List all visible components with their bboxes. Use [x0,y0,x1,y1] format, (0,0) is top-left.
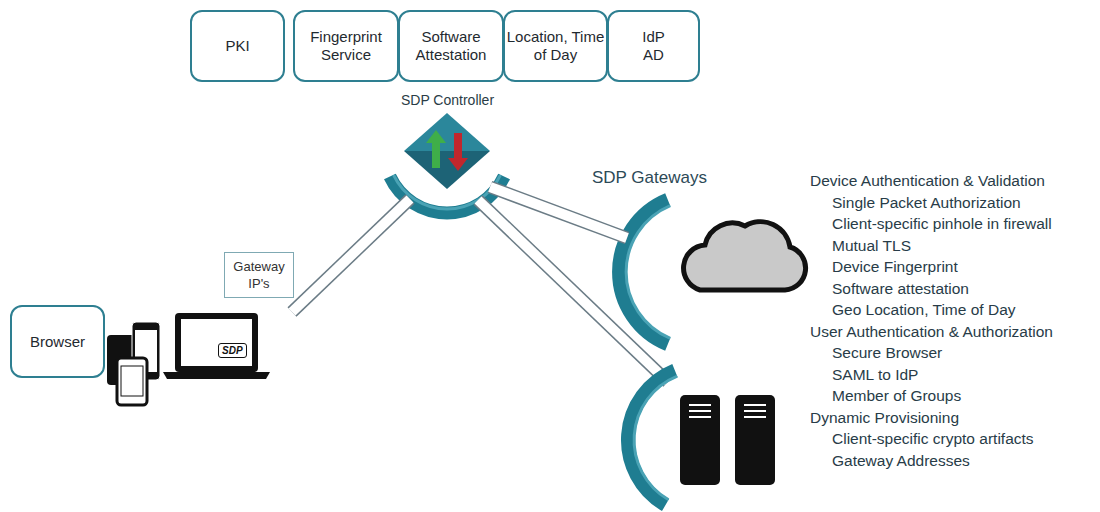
laptop-screen [175,313,258,372]
server-slot [744,416,766,418]
gateway-bar-fill [478,200,668,382]
controller-diamond-top [404,113,490,151]
service-box: Fingerprint Service [293,10,399,82]
box-label: Location, Time of Day [505,28,606,64]
feature-item: Device Fingerprint [832,256,1053,278]
feature-item: Gateway Addresses [832,450,1053,472]
feature-item: Member of Groups [832,385,1053,407]
feature-heading: User Authentication & Authorization [810,321,1053,343]
box-label: IdP AD [634,28,674,64]
browser-box: Browser [10,305,105,378]
service-box: PKI [190,10,285,82]
laptop-display [181,319,252,366]
controller-diamond-bottom [404,151,490,189]
node-heading: SDP [218,343,247,358]
laptop-base [163,372,270,379]
feature-item: SAML to IdP [832,364,1053,386]
up-arrow-shaft [432,142,440,168]
service-box: IdP AD [607,10,700,82]
feature-item: Client-specific crypto artifacts [832,428,1053,450]
feature-item: Geo Location, Time of Day [832,299,1053,321]
feature-item: Single Packet Authorization [832,192,1053,214]
connector-bar [292,199,410,312]
edge-label: Gateway IP's [224,252,294,298]
feature-item: Secure Browser [832,342,1053,364]
feature-item: Client-specific pinhole in firewall [832,213,1053,235]
gateway-arc: SDP Gateways [620,168,810,318]
server-slot [689,410,711,412]
server-slot [744,410,766,412]
connector-outline [292,199,410,312]
phone-icon [117,358,147,405]
box-label: PKI [225,37,249,55]
feature-item: Software attestation [832,278,1053,300]
service-box: Software Attestation [398,10,504,82]
phone-screen [121,366,143,396]
server-slot [744,404,766,406]
feature-heading: Dynamic Provisioning [810,407,1053,429]
server-slot [689,404,711,406]
server-icon [735,395,775,485]
box-label: Software Attestation [400,28,502,64]
feature-heading: Device Authentication & Validation [810,170,1053,192]
node-heading: SDP Controller [385,92,510,108]
box-label: Fingerprint Service [295,28,397,64]
gateway-bar [478,200,668,382]
connector-fill [490,187,627,238]
gateway-arc-highlight [626,206,670,339]
connector-fill [292,199,410,312]
cloud-icon [684,222,806,290]
feature-list: Device Authentication & ValidationSingle… [810,170,1053,471]
controller-diamond: SDP Controller [385,92,510,217]
server-icon [680,395,720,485]
down-arrow-shaft [454,133,462,159]
node-heading: SDP Gateways [592,168,707,188]
service-box: Location, Time of Day [503,10,608,82]
connector-outline [490,187,627,238]
box-label: Browser [30,333,85,351]
gateway-arc-highlight [634,376,677,500]
connector-bar [490,187,627,238]
server-slot [689,416,711,418]
down-arrow-head [448,158,468,171]
feature-item: Mutual TLS [832,235,1053,257]
laptop-client: SDP [165,312,292,380]
up-arrow-head [426,130,446,143]
